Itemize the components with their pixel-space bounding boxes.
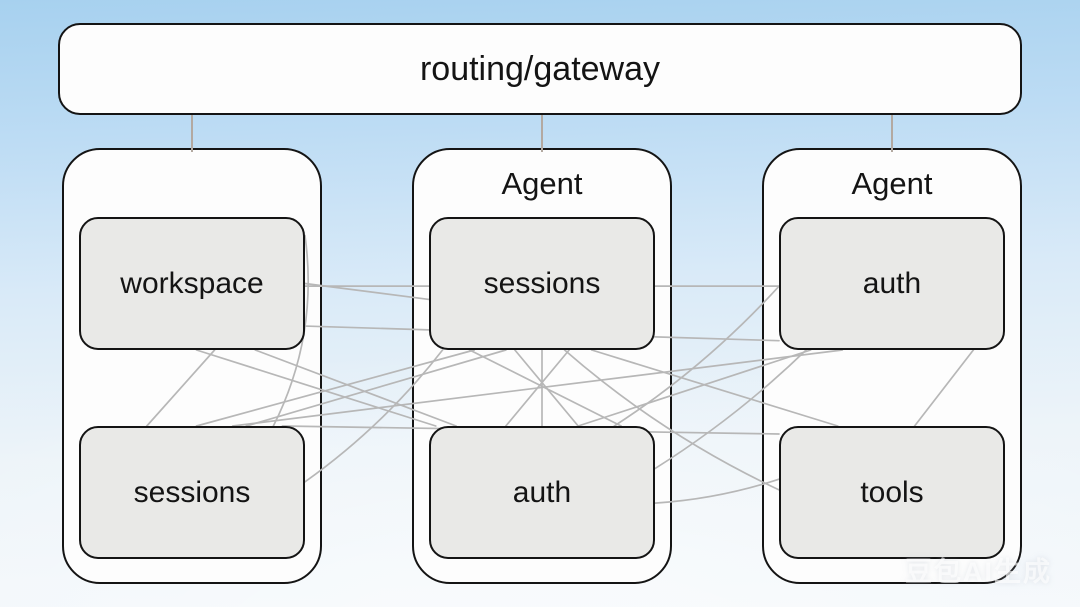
- module-box-workspace: workspace: [79, 217, 305, 350]
- module-label: auth: [862, 266, 922, 300]
- module-label: workspace: [120, 266, 264, 300]
- module-label: auth: [512, 475, 572, 509]
- agent-container-right-title: Agent: [851, 166, 933, 201]
- gateway-node: routing/gateway: [58, 23, 1022, 115]
- module-box-auth-right: auth: [779, 217, 1005, 350]
- agent-container-left: workspace sessions: [62, 148, 322, 584]
- agent-container-right: Agent auth tools: [762, 148, 1022, 584]
- module-box-sessions-middle: sessions: [429, 217, 655, 350]
- module-box-tools: tools: [779, 426, 1005, 559]
- agent-container-middle: Agent sessions auth: [412, 148, 672, 584]
- module-box-auth-middle: auth: [429, 426, 655, 559]
- module-label: tools: [860, 475, 924, 509]
- watermark: 豆包AI生成: [905, 557, 1052, 587]
- gateway-label: routing/gateway: [419, 49, 661, 88]
- module-box-sessions-left: sessions: [79, 426, 305, 559]
- module-label: sessions: [483, 266, 601, 300]
- module-label: sessions: [133, 475, 251, 509]
- agent-container-middle-title: Agent: [501, 166, 583, 201]
